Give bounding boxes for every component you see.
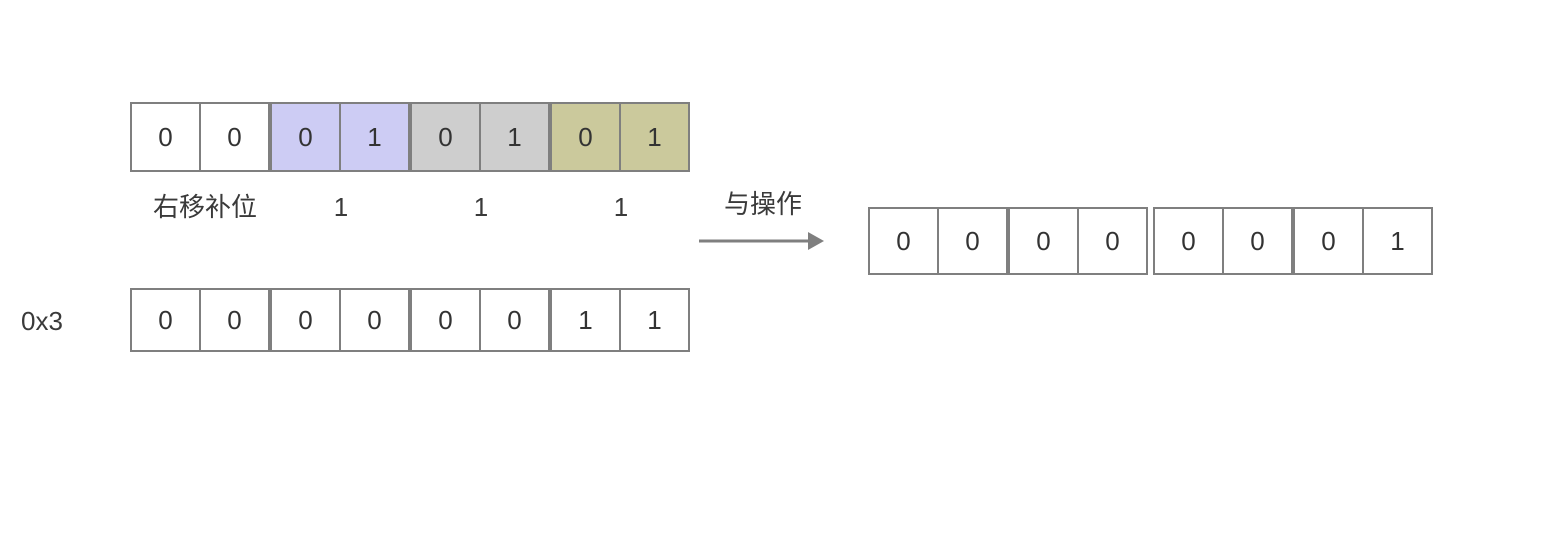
bit-cell: 0 <box>272 104 339 170</box>
result-group: 0 0 0 1 <box>1153 207 1433 275</box>
bit-cell: 0 <box>1181 225 1196 256</box>
result-group: 0 0 0 0 <box>868 207 1148 275</box>
carry-bit-label: 1 <box>333 192 349 222</box>
bit-pair: 0 0 <box>270 288 410 352</box>
and-operation-label: 与操作 <box>723 189 802 219</box>
bit-pair: 0 0 <box>130 288 270 352</box>
bit-pair: 0 1 <box>1293 207 1433 275</box>
carry-bit-label: 1 <box>613 192 629 222</box>
bit-cell: 1 <box>619 290 688 350</box>
bit-cell: 0 <box>132 104 199 170</box>
bit-cell: 0 <box>1036 225 1051 256</box>
shifted-bits-row: 0 0 0 1 0 1 0 1 <box>130 102 690 172</box>
bit-cell: 0 <box>412 104 479 170</box>
bit-cell: 0 <box>896 225 911 256</box>
bit-cell: 0 <box>199 290 268 350</box>
shift-fill-label: 右移补位 <box>152 192 257 222</box>
bit-cell: 1 <box>1362 209 1431 273</box>
bit-cell: 0 <box>158 304 173 335</box>
arrow-right-icon <box>697 228 827 254</box>
bit-cell: 0 <box>552 104 619 170</box>
bit-cell: 0 <box>438 304 453 335</box>
bit-pair: 0 0 <box>1153 207 1293 275</box>
bit-cell: 0 <box>1321 225 1336 256</box>
mask-value-label: 0x3 <box>21 306 63 336</box>
bit-cell: 1 <box>619 104 688 170</box>
bit-pair: 0 0 <box>410 288 550 352</box>
mask-bits-row: 0 0 0 0 0 0 1 1 <box>130 288 690 352</box>
bit-cell: 0 <box>937 209 1006 273</box>
bit-pair-white: 0 0 <box>130 102 270 172</box>
bit-cell: 0 <box>1077 209 1146 273</box>
carry-bit-label: 1 <box>473 192 489 222</box>
result-bits-row: 0 0 0 0 0 0 0 1 <box>868 207 1433 275</box>
bit-pair-purple: 0 1 <box>270 102 410 172</box>
bit-cell: 0 <box>479 290 548 350</box>
bit-cell: 1 <box>339 104 408 170</box>
bit-cell: 1 <box>479 104 548 170</box>
bit-cell: 0 <box>298 304 313 335</box>
bit-pair: 0 0 <box>1008 207 1148 275</box>
bit-cell: 0 <box>199 104 268 170</box>
bit-pair: 1 1 <box>550 288 690 352</box>
bit-cell: 0 <box>1222 209 1291 273</box>
bit-cell: 1 <box>578 304 593 335</box>
bit-pair: 0 0 <box>868 207 1008 275</box>
bit-pair-gray: 0 1 <box>410 102 550 172</box>
bit-cell: 0 <box>339 290 408 350</box>
bit-pair-olive: 0 1 <box>550 102 690 172</box>
